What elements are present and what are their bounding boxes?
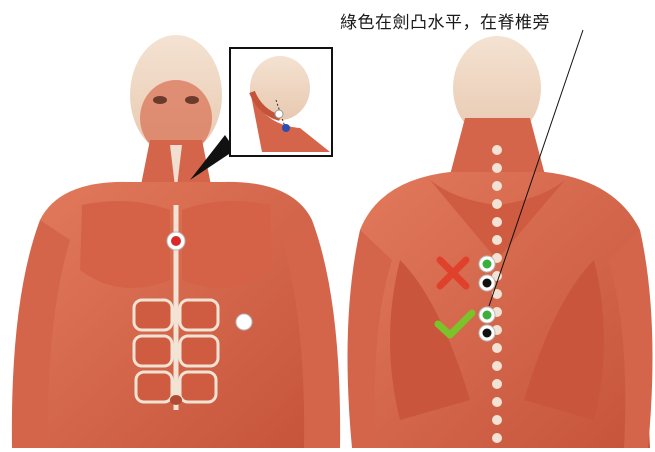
back-figure — [348, 30, 653, 448]
caption-text: 綠色在劍凸水平，在脊椎旁 — [340, 8, 640, 33]
inset-neck-upper-marker — [275, 110, 283, 118]
front-side-marker — [236, 314, 252, 330]
inset-neck-lower-marker — [282, 124, 290, 132]
